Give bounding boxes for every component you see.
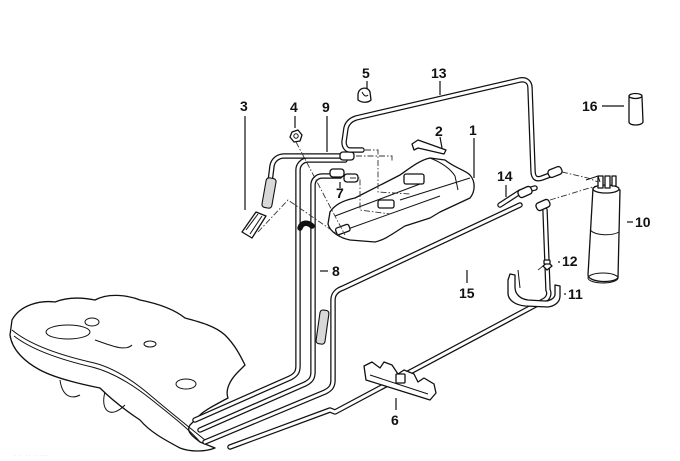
- leader-lines: [244, 81, 633, 410]
- nut-4: [289, 129, 303, 143]
- callout-5: 5: [362, 65, 370, 81]
- pipe-9: [261, 151, 355, 209]
- callout-11: 11: [568, 286, 583, 302]
- assembly-lines: [257, 141, 599, 271]
- fuel-tank: [9, 294, 246, 452]
- callout-7: 7: [336, 185, 344, 201]
- hose-8: [297, 220, 330, 345]
- expansion-tank-1: [327, 157, 475, 243]
- pipe-clip-6: [363, 361, 437, 401]
- callout-3: 3: [240, 98, 248, 114]
- pipe-13: [341, 77, 563, 182]
- screw-12: [542, 259, 553, 271]
- watermark: · · ·· ·····: [14, 453, 49, 459]
- callout-10: 10: [635, 214, 651, 230]
- callout-6: 6: [391, 412, 399, 428]
- callout-4: 4: [290, 99, 298, 115]
- callout-9: 9: [322, 99, 330, 115]
- callout-14: 14: [497, 168, 513, 184]
- callouts: 1 2 3 4 5 6 7 8 9 10 11 12 13 14 15 16: [240, 65, 651, 428]
- fuel-lines-bundle: [192, 157, 552, 450]
- callout-15: 15: [459, 285, 475, 301]
- callout-16: 16: [582, 98, 598, 114]
- part-2: [411, 139, 447, 155]
- callout-13: 13: [431, 65, 447, 81]
- callout-1: 1: [469, 122, 477, 138]
- cap-16: [628, 92, 644, 126]
- carbon-canister-10: [585, 175, 621, 284]
- callout-2: 2: [435, 123, 443, 139]
- pipe-14: [497, 185, 551, 212]
- callout-12: 12: [562, 253, 578, 269]
- clip-3: [241, 211, 267, 239]
- callout-8: 8: [332, 263, 340, 279]
- bracket-11: [507, 269, 561, 308]
- clamp-5: [357, 87, 372, 103]
